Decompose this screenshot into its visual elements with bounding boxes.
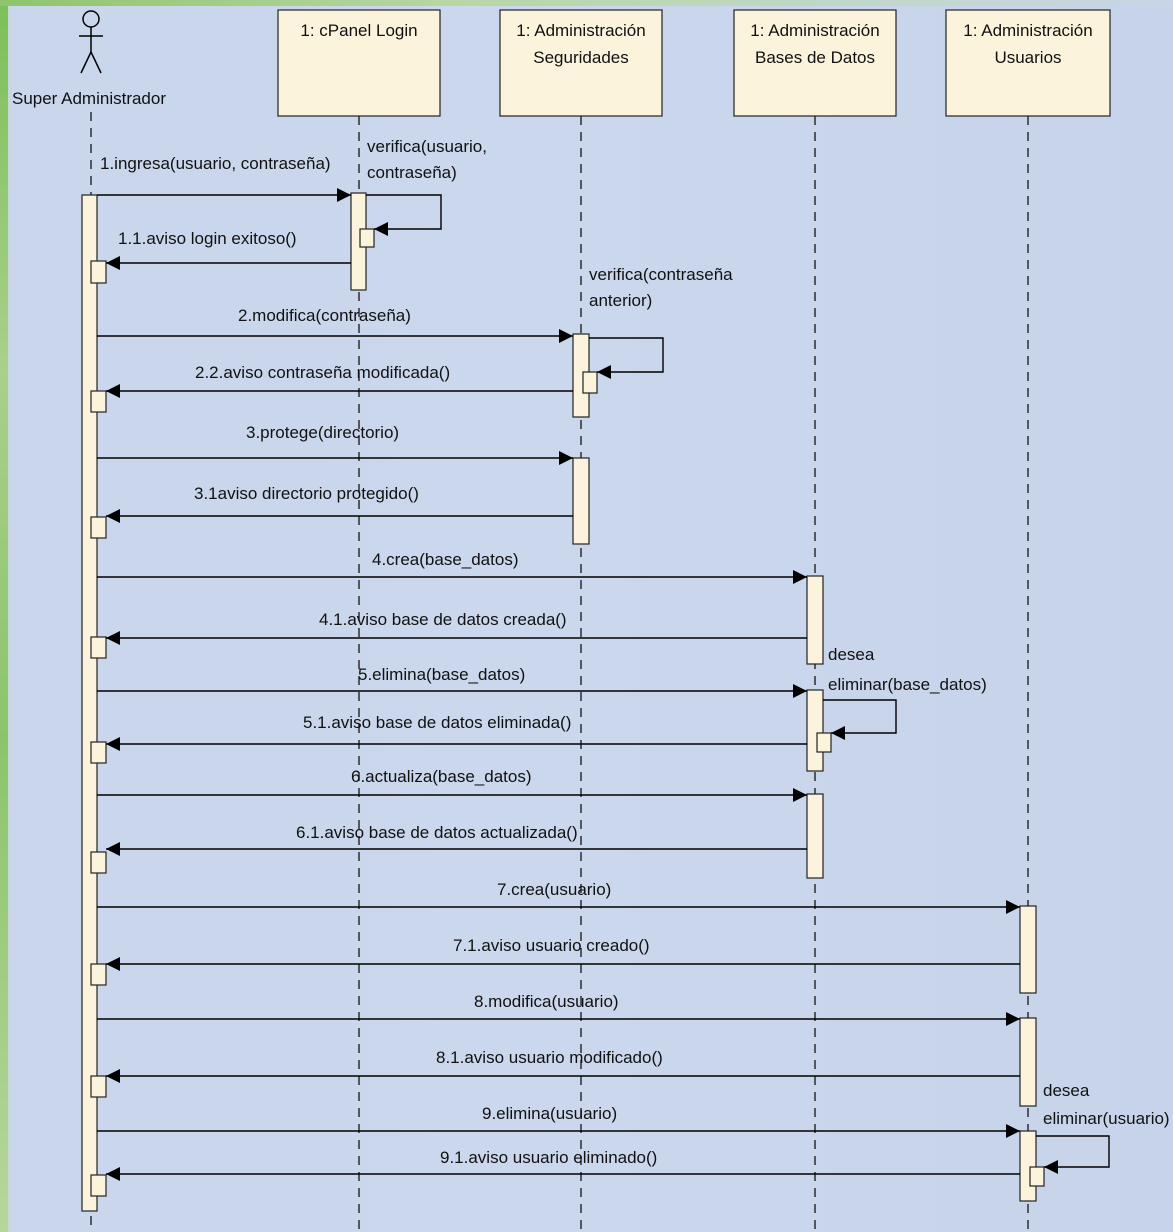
msg-label-5-1: 5.1.aviso base de datos eliminada() — [303, 713, 571, 732]
msg-label-8: 8.modifica(usuario) — [474, 992, 619, 1011]
actor-name: Super Administrador — [12, 89, 166, 108]
self-call-box-2 — [582, 371, 598, 394]
msg-label-6: 6.actualiza(base_datos) — [351, 767, 532, 786]
return-box-2 — [90, 390, 107, 413]
activation-bars — [81, 192, 1045, 1212]
lifeline-seg-title: 1: Administración — [516, 21, 645, 40]
lifeline-header-bases-datos[interactable]: 1: Administración Bases de Datos — [733, 9, 897, 117]
msg-label-1-1: 1.1.aviso login exitoso() — [118, 229, 297, 248]
msg-label-5: 5.elimina(base_datos) — [358, 665, 525, 684]
lifeline-header-seguridades[interactable]: 1: Administración Seguridades — [499, 9, 663, 117]
lifeline-usr-subtitle: Usuarios — [994, 48, 1061, 67]
activation-actor — [81, 194, 98, 1212]
return-box-8 — [90, 1075, 107, 1098]
lifeline-login-title: 1: cPanel Login — [300, 21, 417, 40]
msg-label-3-1: 3.1aviso directorio protegido() — [194, 484, 419, 503]
msg-label-7-1: 7.1.aviso usuario creado() — [453, 936, 650, 955]
msg-label-2-2: 2.2.aviso contraseña modificada() — [195, 363, 450, 382]
actor-super-administrador[interactable]: Super Administrador — [12, 10, 166, 108]
lifeline-header-usuarios[interactable]: 1: Administración Usuarios — [945, 9, 1111, 117]
self-call-label-4b: eliminar(usuario) — [1043, 1109, 1170, 1128]
return-box-4 — [90, 636, 107, 659]
background-top-edge — [0, 0, 1173, 6]
lifeline-bd-subtitle: Bases de Datos — [755, 48, 875, 67]
return-box-3 — [90, 516, 107, 539]
return-box-9 — [90, 1174, 107, 1197]
msg-label-1: 1.ingresa(usuario, contraseña) — [100, 154, 331, 173]
message-labels: 1.ingresa(usuario, contraseña) 1.1.aviso… — [100, 154, 663, 1167]
lifeline-usr-title: 1: Administración — [963, 21, 1092, 40]
self-call-label-2a: verifica(contraseña — [589, 265, 733, 284]
lifeline-header-login[interactable]: 1: cPanel Login — [277, 9, 441, 117]
lifeline-bd-title: 1: Administración — [750, 21, 879, 40]
self-call-loop-3 — [823, 699, 897, 740]
activation-bd-3 — [806, 793, 824, 879]
self-call-loop-1 — [366, 194, 442, 236]
msg-label-9: 9.elimina(usuario) — [482, 1104, 617, 1123]
msg-label-9-1: 9.1.aviso usuario eliminado() — [440, 1148, 657, 1167]
lifeline-seg-subtitle: Seguridades — [533, 48, 628, 67]
msg-label-2: 2.modifica(contraseña) — [238, 306, 411, 325]
message-arrows — [97, 188, 1020, 1181]
self-call-label-1a: verifica(usuario, — [367, 137, 487, 156]
return-box-7 — [90, 963, 107, 986]
msg-label-3: 3.protege(directorio) — [246, 423, 399, 442]
self-call-label-3a: desea — [828, 645, 875, 664]
msg-label-7: 7.crea(usuario) — [497, 880, 611, 899]
background-edge — [0, 0, 8, 1232]
return-box-5 — [90, 741, 107, 764]
msg-label-6-1: 6.1.aviso base de datos actualizada() — [296, 823, 578, 842]
self-call-label-1b: contraseña) — [367, 163, 457, 182]
msg-label-4-1: 4.1.aviso base de datos creada() — [319, 610, 567, 629]
activation-usr-2 — [1019, 1017, 1037, 1107]
self-call-label-3b: eliminar(base_datos) — [828, 675, 987, 694]
activation-usr-1 — [1019, 905, 1037, 994]
activation-usr-3 — [1019, 1130, 1037, 1202]
msg-label-4: 4.crea(base_datos) — [372, 550, 518, 569]
self-call-labels: verifica(usuario, contraseña) verifica(c… — [367, 137, 1170, 1128]
activation-bd-1 — [806, 575, 824, 665]
activation-seg-2 — [572, 457, 590, 545]
self-call-box-3 — [816, 732, 832, 753]
self-call-loops — [366, 194, 1110, 1174]
self-call-label-2b: anterior) — [589, 291, 652, 310]
activation-bd-2 — [806, 689, 824, 772]
self-call-box-1 — [359, 228, 375, 248]
msg-label-8-1: 8.1.aviso usuario modificado() — [436, 1048, 663, 1067]
self-call-label-4a: desea — [1043, 1081, 1090, 1100]
self-call-loop-2 — [589, 337, 664, 379]
return-box-1 — [90, 260, 107, 284]
self-call-box-4 — [1029, 1166, 1045, 1187]
return-box-6 — [90, 851, 107, 874]
self-call-loop-4 — [1036, 1135, 1110, 1174]
